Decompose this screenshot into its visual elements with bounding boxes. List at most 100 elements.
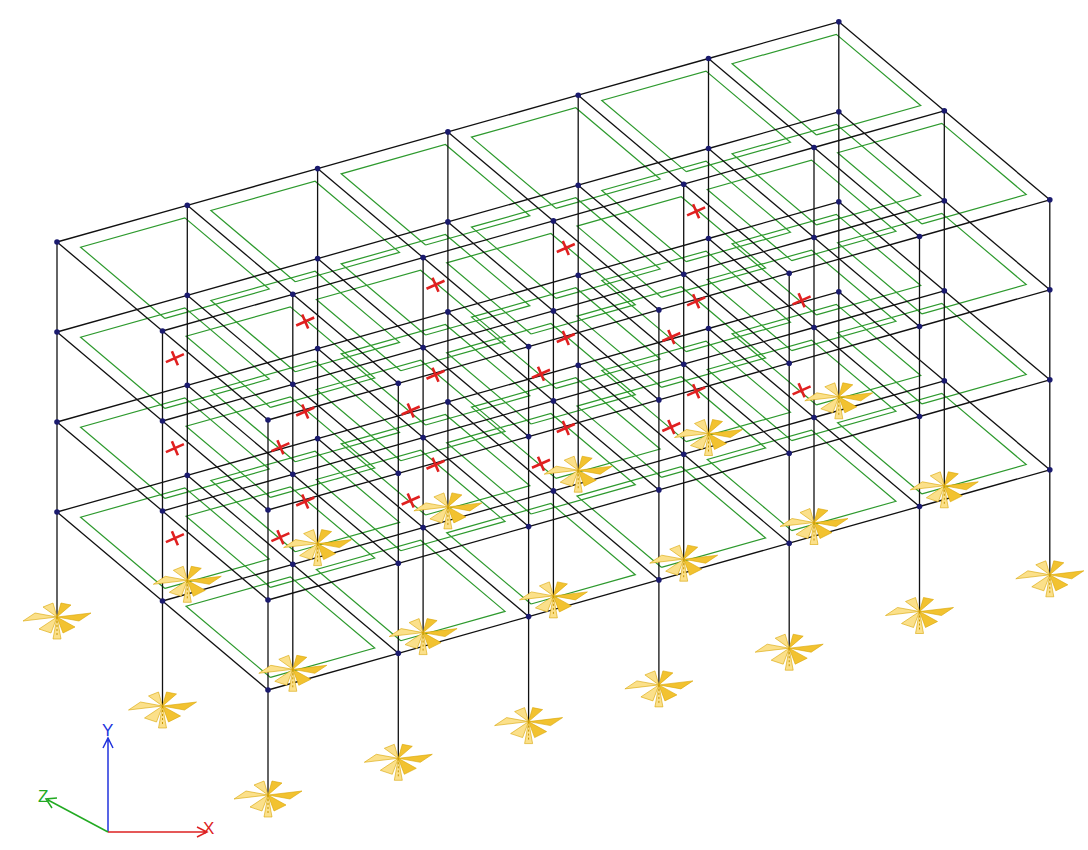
fixed-support — [153, 566, 221, 602]
joint — [811, 415, 817, 421]
joint — [656, 307, 662, 313]
support-fin — [625, 681, 659, 689]
joint — [681, 271, 687, 277]
slab — [577, 377, 766, 478]
joint — [706, 326, 712, 332]
joint — [185, 203, 191, 209]
member — [578, 95, 684, 184]
support-fin — [314, 544, 322, 566]
member — [318, 222, 448, 259]
joint — [942, 378, 948, 384]
slab — [186, 397, 375, 498]
member — [187, 169, 317, 206]
support-stem — [658, 685, 659, 703]
support-stem — [187, 580, 188, 598]
load-marker — [166, 531, 184, 545]
support-stem — [708, 434, 709, 452]
joint — [290, 562, 296, 568]
member — [423, 491, 553, 528]
slab — [577, 287, 766, 388]
slab — [186, 577, 375, 678]
member — [422, 258, 423, 633]
load-marker — [296, 404, 314, 418]
fixed-support — [259, 655, 327, 691]
joint — [575, 272, 581, 278]
axis-label: Z — [38, 788, 48, 805]
member — [684, 418, 814, 455]
member — [448, 95, 578, 132]
member — [684, 238, 814, 275]
member — [293, 438, 423, 475]
support-fin — [398, 744, 412, 758]
joint — [54, 509, 60, 515]
support-fin — [448, 493, 462, 507]
axis-label: X — [203, 820, 214, 837]
member — [318, 132, 448, 169]
fixed-support — [495, 708, 563, 744]
support-fin — [539, 582, 553, 596]
support-fin — [940, 486, 948, 508]
slab-outlines — [81, 34, 1027, 677]
joint — [836, 199, 842, 205]
joint — [160, 598, 166, 604]
member — [187, 439, 317, 476]
joint — [917, 234, 923, 240]
joint — [160, 418, 166, 424]
member — [838, 22, 839, 397]
member — [709, 202, 839, 239]
member — [944, 111, 1050, 200]
support-fin — [495, 718, 529, 726]
support-fin — [394, 758, 402, 780]
joint — [420, 525, 426, 531]
support-fin — [800, 509, 814, 523]
fixed-support — [23, 603, 91, 639]
support-fin — [916, 612, 924, 634]
support-stem — [683, 559, 684, 577]
member — [187, 259, 317, 296]
joint — [1047, 287, 1053, 293]
member — [293, 528, 423, 565]
support-fin — [839, 383, 853, 397]
member — [920, 380, 1050, 417]
member — [684, 328, 814, 365]
member — [553, 364, 683, 401]
support-fin — [1036, 561, 1050, 575]
member — [293, 348, 423, 385]
support-fin — [279, 655, 293, 669]
joint — [1047, 467, 1053, 473]
joint — [551, 488, 557, 494]
load-marker — [557, 241, 575, 255]
joint — [265, 687, 271, 693]
member — [839, 22, 945, 111]
member — [163, 331, 269, 420]
support-stem — [919, 612, 920, 630]
member — [398, 527, 528, 564]
frame-members — [57, 22, 1050, 795]
joint — [185, 383, 191, 389]
member — [814, 291, 944, 328]
support-fin — [254, 781, 268, 795]
member — [447, 132, 448, 507]
support-stem — [814, 523, 815, 541]
support-fin — [268, 781, 282, 795]
joint — [445, 219, 451, 225]
load-marker — [271, 440, 289, 454]
slab — [707, 160, 896, 261]
support-fin — [789, 634, 803, 648]
load-marker — [271, 530, 289, 544]
member — [57, 422, 163, 511]
fixed-support — [886, 598, 954, 634]
joint — [681, 181, 687, 187]
slab — [577, 197, 766, 298]
joint — [265, 597, 271, 603]
slab — [471, 108, 660, 209]
member — [578, 239, 708, 276]
member — [814, 148, 920, 237]
support-fin — [409, 619, 423, 633]
axis-arrow — [108, 827, 207, 837]
member — [423, 311, 553, 348]
fixed-support — [625, 671, 693, 707]
support-fin — [414, 503, 448, 511]
member — [448, 275, 578, 312]
fixed-support — [234, 781, 302, 817]
